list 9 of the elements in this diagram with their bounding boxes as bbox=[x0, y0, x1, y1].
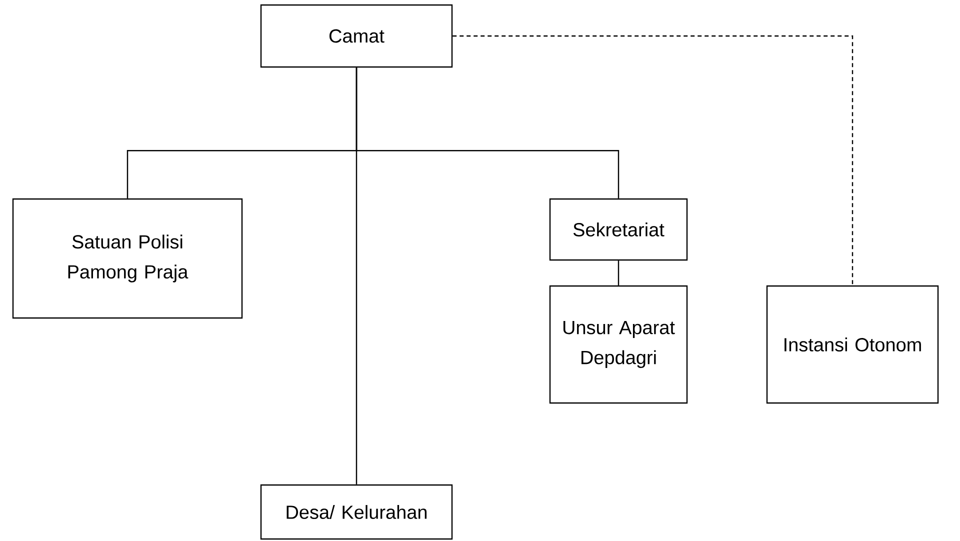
connector-line bbox=[452, 35, 854, 286]
org-box: Camat bbox=[260, 4, 453, 68]
org-box: Satuan Polisi Pamong Praja bbox=[12, 198, 243, 319]
org-box: Desa/ Kelurahan bbox=[260, 484, 453, 540]
org-box: Instansi Otonom bbox=[766, 285, 939, 404]
org-box: Sekretariat bbox=[549, 198, 688, 261]
connector-line bbox=[356, 68, 358, 484]
org-box: Unsur Aparat Depdagri bbox=[549, 285, 688, 404]
connector-line bbox=[618, 260, 620, 286]
